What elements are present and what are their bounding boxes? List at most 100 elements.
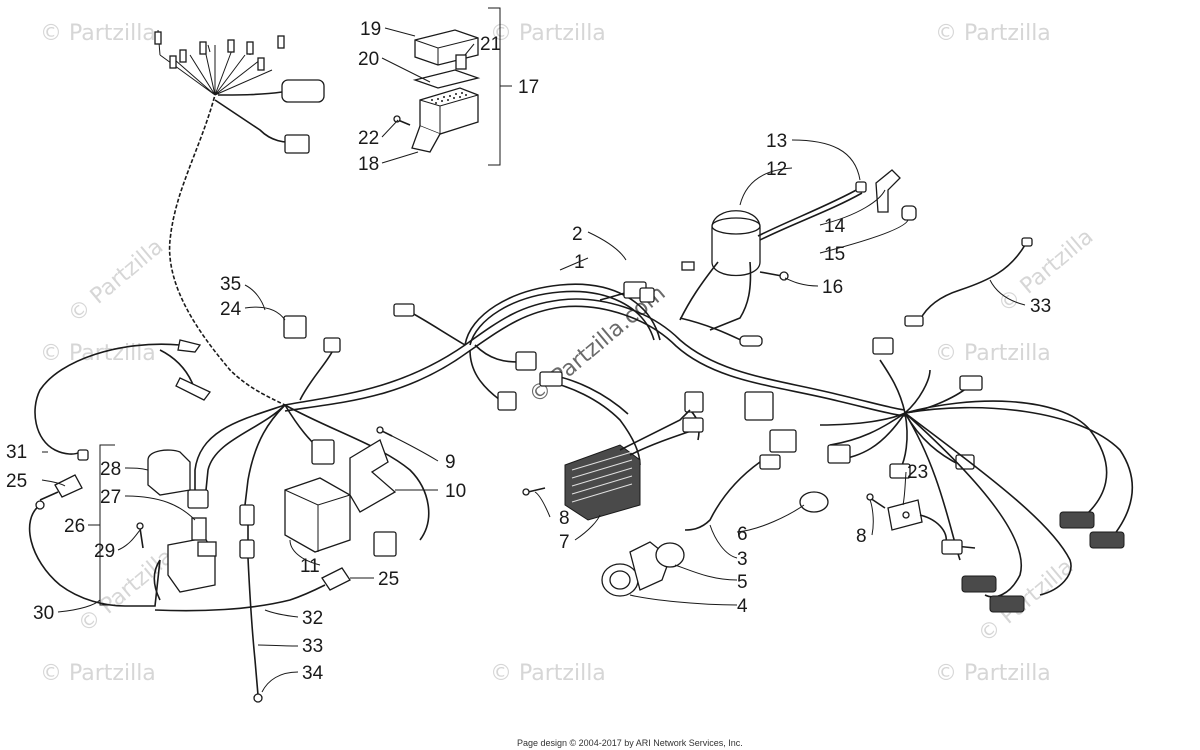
watermark: © Partzilla xyxy=(490,661,606,686)
connector xyxy=(1059,511,1095,529)
relay-connector xyxy=(283,315,307,339)
connector xyxy=(744,391,774,421)
fuse-box-assembly xyxy=(393,29,481,153)
connector xyxy=(497,391,517,411)
connector xyxy=(682,417,704,433)
mounting-bracket xyxy=(349,439,397,513)
footer-copyright: Page design © 2004-2017 by ARI Network S… xyxy=(517,738,743,748)
relay-cover xyxy=(147,449,191,496)
connector xyxy=(239,539,255,559)
connector xyxy=(373,531,397,557)
fuse-box-bracket xyxy=(488,7,512,166)
watermark: © Partzilla xyxy=(490,21,606,46)
ground-wire-upper xyxy=(904,237,1033,327)
connector xyxy=(769,429,797,453)
spark-plug-cap-insert xyxy=(855,181,867,193)
connector xyxy=(959,375,983,391)
connector xyxy=(393,303,415,317)
lower-left-harness xyxy=(28,339,430,703)
callout-25: 25 xyxy=(6,471,27,492)
connector xyxy=(684,391,704,413)
inline-fuse-holder xyxy=(281,79,325,103)
watermark: © Partzilla xyxy=(935,661,1051,686)
callout-35: 35 xyxy=(220,274,241,295)
ignition-coil-assembly xyxy=(679,169,917,331)
cdi-and-bracket xyxy=(284,426,397,557)
callout-24: 24 xyxy=(220,299,242,320)
callout-19: 19 xyxy=(360,19,381,40)
callout-8: 8 xyxy=(559,508,570,529)
callout-8-right: 8 xyxy=(856,526,867,547)
callout-22: 22 xyxy=(358,128,379,149)
callout-31: 31 xyxy=(6,442,27,463)
lamp-ring xyxy=(655,542,685,568)
callout-27: 27 xyxy=(100,487,121,508)
callout-20: 20 xyxy=(358,49,379,70)
connector xyxy=(187,489,209,509)
spark-plug-boot xyxy=(875,169,901,213)
connector xyxy=(759,454,781,470)
callout-21: 21 xyxy=(480,34,501,55)
bullet-connector xyxy=(175,377,212,401)
callout-7: 7 xyxy=(559,532,570,553)
callout-33: 33 xyxy=(302,636,323,657)
callout-28: 28 xyxy=(100,459,121,480)
switch-plate xyxy=(866,493,976,555)
watermark: © Partzilla xyxy=(40,661,156,686)
connector xyxy=(989,595,1025,613)
indicator-lamp-group xyxy=(601,454,829,597)
callout-26: 26 xyxy=(64,516,85,537)
callout-labels: 1 2 3 4 5 6 7 8 8 9 10 11 12 13 14 15 16… xyxy=(6,19,1051,684)
callout-30: 30 xyxy=(33,603,54,624)
connector xyxy=(311,439,335,465)
retainer-clip xyxy=(799,491,829,513)
watermark: © Partzilla xyxy=(974,554,1079,648)
fuse-gasket xyxy=(412,69,481,89)
connector xyxy=(539,371,563,387)
callout-2: 2 xyxy=(572,224,583,245)
callout-12: 12 xyxy=(766,159,787,180)
voltage-regulator-body xyxy=(564,444,641,521)
watermark: © Partzilla xyxy=(74,544,179,638)
callout-25-right: 25 xyxy=(378,569,399,590)
fuse-cover xyxy=(414,29,479,66)
callout-29: 29 xyxy=(94,541,115,562)
watermark: © Partzilla xyxy=(64,234,169,328)
connector xyxy=(515,351,537,371)
fuse xyxy=(455,54,467,70)
callout-33-right: 33 xyxy=(1030,296,1051,317)
watermark: © Partzilla xyxy=(935,21,1051,46)
starter-relay-group xyxy=(136,449,217,601)
voltage-regulator xyxy=(522,409,704,521)
callout-17: 17 xyxy=(518,77,539,98)
callout-6: 6 xyxy=(737,524,748,545)
callout-9: 9 xyxy=(445,452,456,473)
callout-18: 18 xyxy=(358,154,379,175)
connector xyxy=(889,463,911,479)
callout-32: 32 xyxy=(302,608,323,629)
connector xyxy=(872,337,894,355)
coiled-loom xyxy=(154,29,325,407)
connector xyxy=(961,575,997,593)
fuse-block xyxy=(419,87,479,135)
callout-15: 15 xyxy=(824,244,845,265)
connector xyxy=(955,454,975,470)
callout-11: 11 xyxy=(300,556,320,577)
leader-lines xyxy=(41,27,1026,693)
boot-connector xyxy=(54,474,83,498)
callout-4: 4 xyxy=(737,596,748,617)
callout-16: 16 xyxy=(822,277,843,298)
watermark: © Partzilla xyxy=(40,21,156,46)
callout-23: 23 xyxy=(907,462,928,483)
connector xyxy=(904,315,924,327)
callout-14: 14 xyxy=(824,216,846,237)
main-wiring-harness xyxy=(284,281,1134,598)
connector xyxy=(1089,531,1125,549)
callout-13: 13 xyxy=(766,131,787,152)
connector xyxy=(284,134,310,154)
headlight-connectors xyxy=(961,511,1125,613)
suppressor-cap xyxy=(901,205,917,221)
connector xyxy=(827,444,851,464)
callout-1: 1 xyxy=(574,252,585,273)
